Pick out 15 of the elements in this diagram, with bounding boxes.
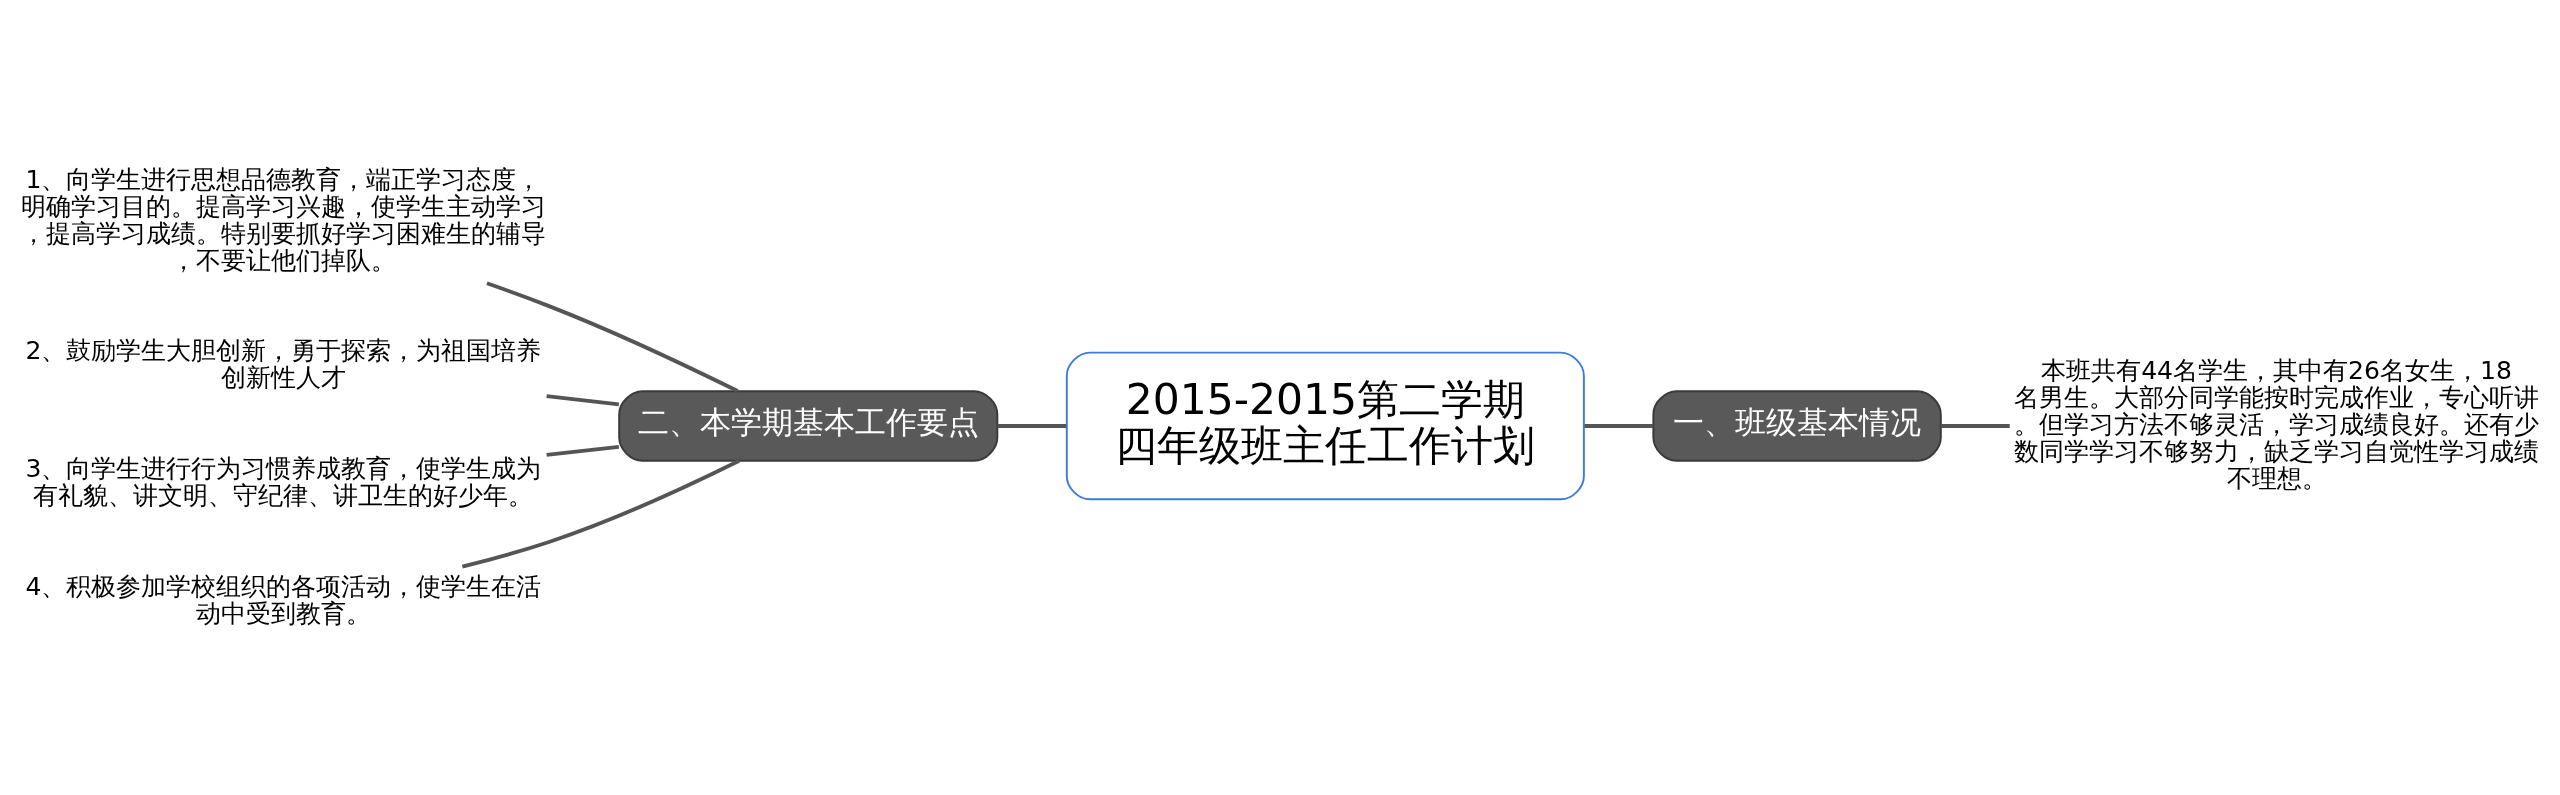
connector: [546, 393, 620, 406]
connector: [997, 423, 1067, 428]
node-text: 3、向学生进行行为习惯养成教育，使学生成为有礼貌、讲文明、守纪律、讲卫生的好少年。: [25, 453, 542, 510]
node-text: 2、鼓励学生大胆创新，勇于探索，为祖国培养创新性人才: [25, 335, 542, 392]
connector: [461, 458, 741, 569]
node-box: 2015-2015第二学期四年级班主任工作计划: [1065, 351, 1585, 500]
node-text: 1、向学生进行思想品德教育，端正学习态度，明确学习目的。提高学习兴趣，使学生主动学习，提高学习成绩。特别要抓好学习困难生的辅导，不要让他们掉队。: [20, 164, 546, 275]
node-text: 4、积极参加学校组织的各项活动，使学生在活动中受到教育。: [25, 571, 542, 628]
node-text: 本班共有44名学生，其中有26名女生，18名男生。大部分同学能按时完成作业，专心听讲。但学习方法不够灵活，学习成绩良好。还有少数同学学习不够努力，缺乏学习自觉性学习成绩不理想。: [2014, 355, 2540, 493]
node-box: 一、班级基本情况: [1652, 389, 1942, 462]
connector: [486, 280, 739, 393]
node-box: 二、本学期基本工作要点: [618, 389, 999, 462]
connector: [1941, 423, 2010, 428]
connector: [546, 444, 620, 457]
connector: [1584, 423, 1654, 428]
